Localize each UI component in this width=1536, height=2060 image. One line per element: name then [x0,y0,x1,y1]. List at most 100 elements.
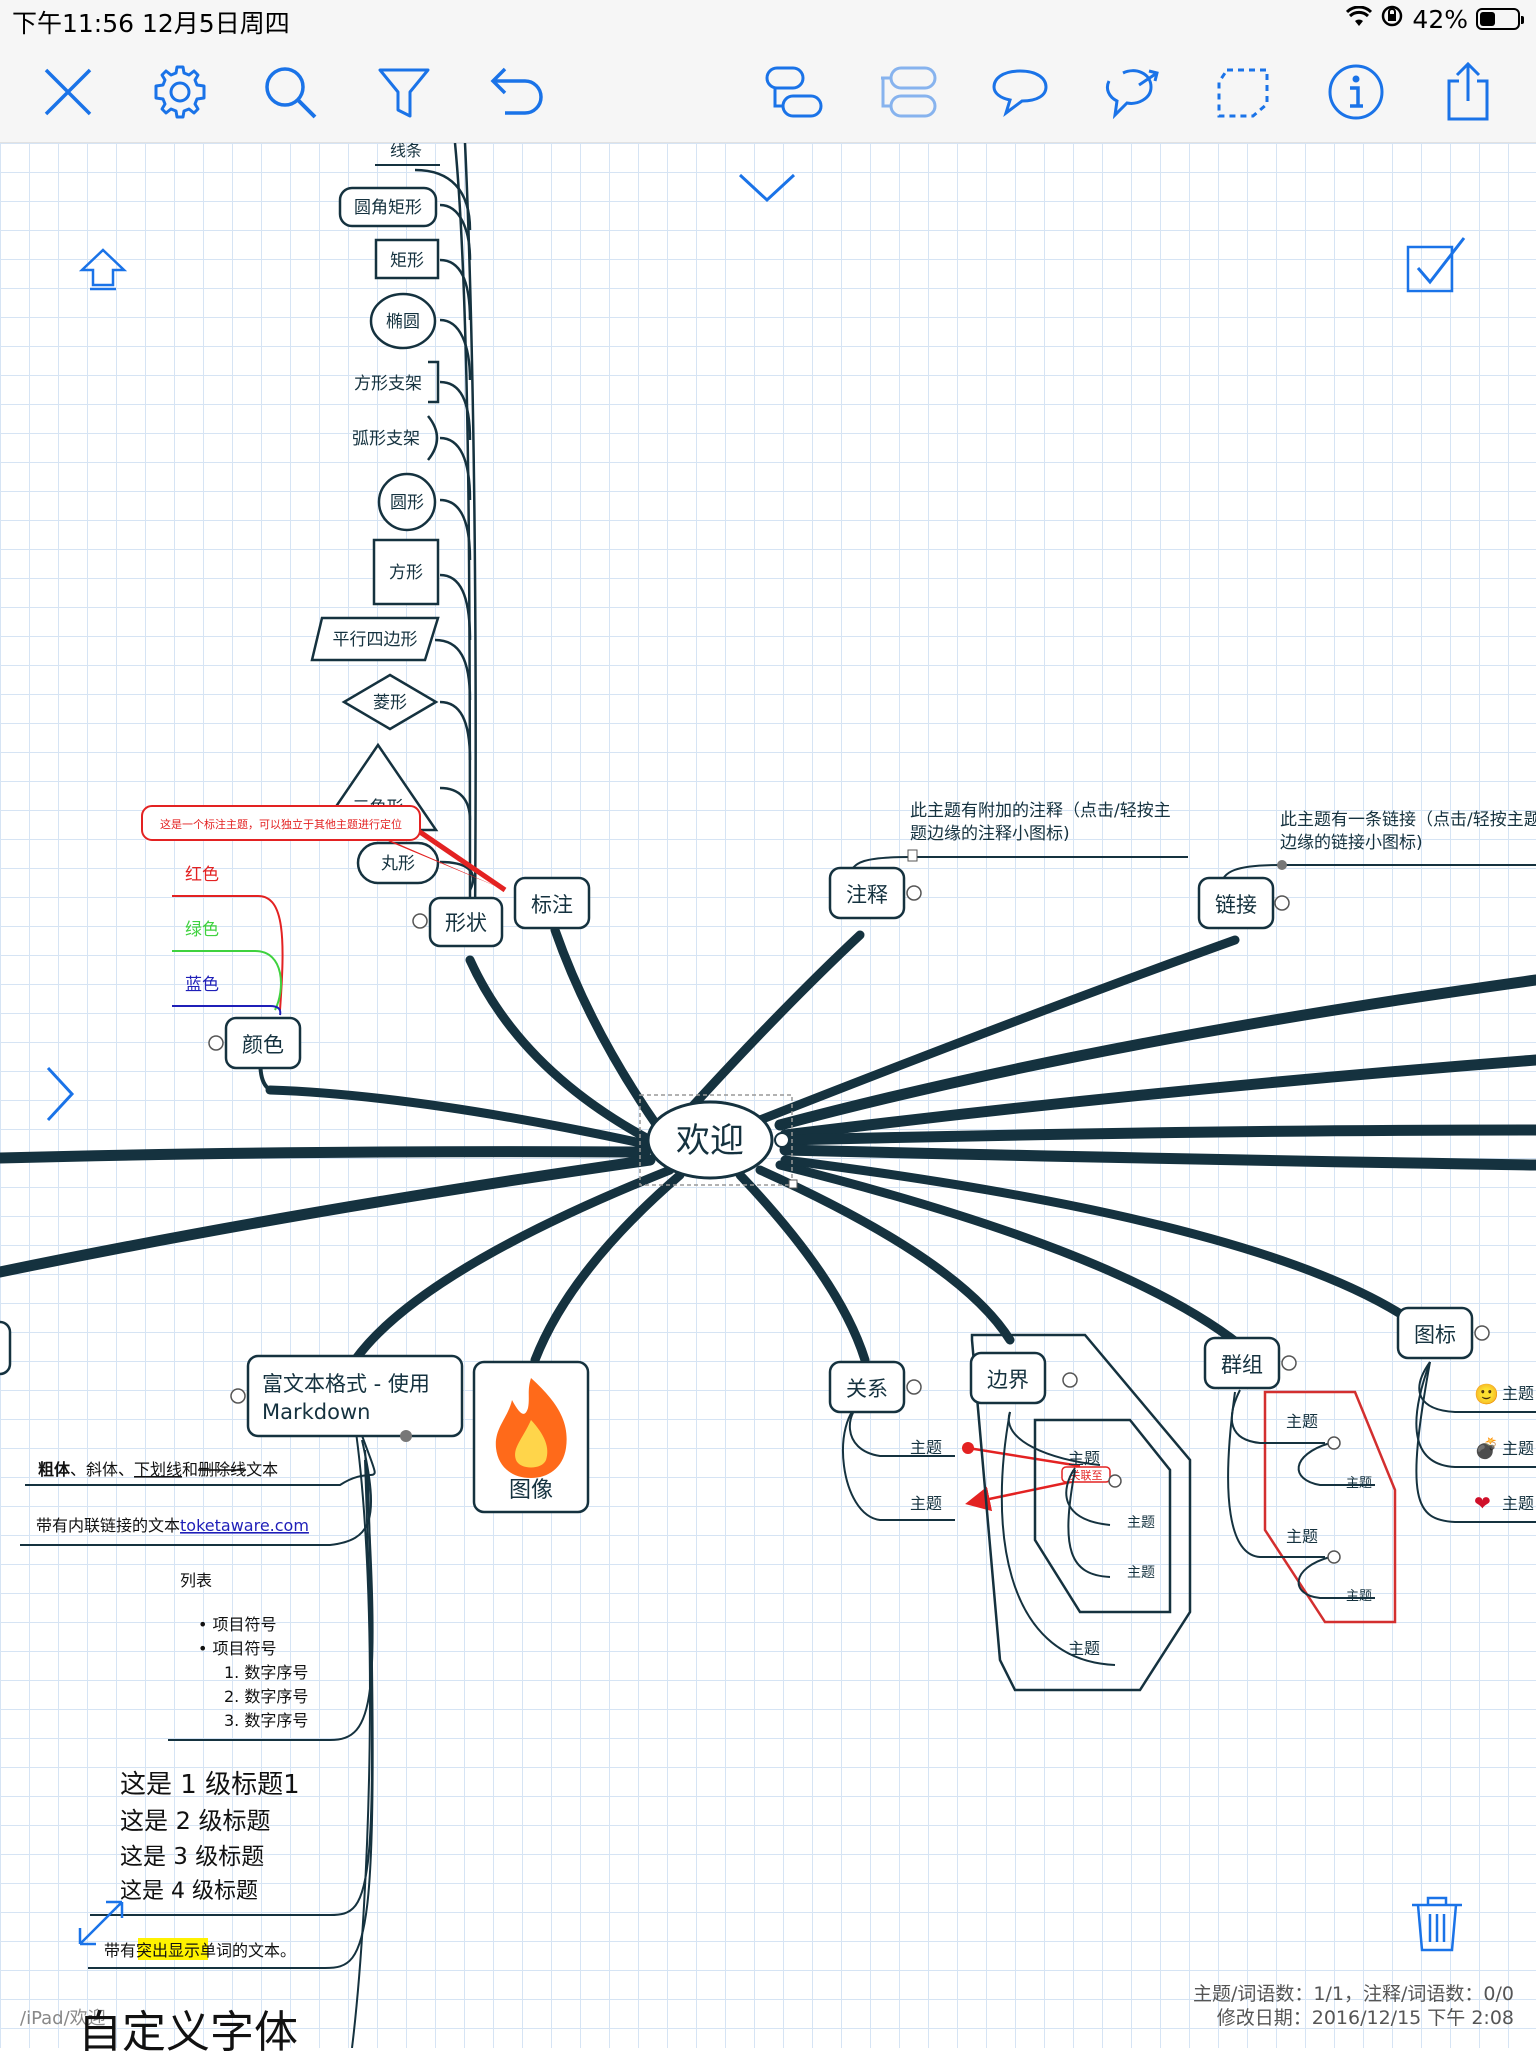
group-topic-1[interactable]: 主题 [1286,1412,1318,1431]
icons-branch-topic[interactable] [1396,1306,1474,1360]
link-icon[interactable] [1277,860,1287,870]
custom-font-topic[interactable]: 自定义字体 [78,2007,298,2058]
shape-diamond[interactable] [341,673,439,731]
richtext-heading-4[interactable]: 这是 4 级标题 [120,1879,258,1904]
group-topic-3[interactable]: 主题 [1286,1527,1318,1546]
relation-branch-topic[interactable] [828,1360,906,1414]
collapse-toggle[interactable] [1327,1436,1341,1450]
checkbox-toggle-button[interactable] [1406,237,1466,293]
color-blue-topic[interactable]: 蓝色 [185,975,219,995]
collapse-toggle[interactable] [230,1388,246,1404]
collapse-toggle[interactable] [1108,1474,1122,1488]
color-green-topic[interactable]: 绿色 [185,920,219,940]
richtext-formatting-line[interactable]: 粗体、斜体、下划线和删除线文本 [38,1460,278,1479]
shape-square-bracket[interactable]: 方形支架 [354,374,422,394]
boundary-topic-2[interactable]: 主题 [1127,1515,1155,1531]
shape-circle-label: 圆形 [390,493,424,513]
collapse-toggle[interactable] [1281,1355,1297,1371]
shapes-branch-topic[interactable] [428,896,504,948]
resize-handle[interactable] [788,1179,798,1189]
collapse-toggle[interactable] [412,913,428,929]
notes-branch-topic[interactable] [828,866,906,920]
icons-topic-2[interactable]: 主题 [1502,1439,1534,1458]
richtext-heading-1[interactable]: 这是 1 级标题1 [120,1770,300,1800]
icons-topic-3[interactable]: 主题 [1502,1494,1534,1513]
link-text-line1: 此主题有一条链接（点击/轻按主题 [1280,810,1536,830]
boundary-topic-4[interactable]: 主题 [1068,1639,1100,1658]
relation-branch-label: 关系 [846,1377,888,1401]
relation-topic-1[interactable]: 主题 [910,1438,942,1457]
mind-map-canvas[interactable]: 欢迎 线条 圆角矩形 矩形 椭圆 方形支架 弧 [0,143,1536,2048]
boundary-outer[interactable] [970,1333,1192,1692]
shape-rounded-rect[interactable] [338,186,438,228]
chevron-down-icon[interactable] [738,173,796,203]
search-button[interactable] [258,60,322,124]
go-to-root-button[interactable] [78,248,128,291]
colors-branch: 红色 绿色 蓝色 颜色 [172,865,302,1092]
callout-topic[interactable] [141,805,421,841]
icons-topic-1[interactable]: 主题 [1502,1384,1534,1403]
collapse-toggle[interactable] [208,1035,224,1051]
collapse-toggle[interactable] [1062,1372,1078,1388]
relation-topic-2[interactable]: 主题 [910,1494,942,1513]
note-icon[interactable] [907,849,918,862]
add-topic-button[interactable] [762,60,826,124]
link-branch-topic[interactable] [1197,876,1275,930]
home-arrow-icon [78,248,128,287]
info-button[interactable] [1324,60,1388,124]
group-topic-4[interactable]: 主题 [1346,1589,1372,1604]
shape-square[interactable] [372,538,440,606]
inline-link[interactable]: toketaware.com [180,1516,309,1535]
mind-map: 欢迎 线条 圆角矩形 矩形 椭圆 方形支架 弧 [0,143,1536,2048]
relationship-button[interactable] [1100,60,1164,124]
filter-button[interactable] [372,60,436,124]
richtext-bullet: • 项目符号 [198,1639,277,1658]
group-branch: 主题 主题 主题 主题 群组 [1203,1336,1397,1624]
richtext-highlight-line[interactable]: 带有突出显示单词的文本。 [104,1941,296,1960]
collapse-toggle[interactable] [906,1379,922,1395]
callout-button[interactable] [988,60,1052,124]
add-subtopic-button[interactable] [876,60,940,124]
shape-rectangle[interactable] [374,238,440,280]
trash-button[interactable] [1412,1896,1462,1952]
richtext-branch-topic[interactable] [246,1354,464,1438]
chevron-right-icon[interactable] [46,1066,75,1122]
shape-ellipse[interactable] [369,292,437,350]
shape-pill-label: 丸形 [381,854,415,874]
group-branch-topic[interactable] [1203,1336,1281,1390]
shape-line[interactable]: 线条 [390,143,422,160]
shape-arc-bracket[interactable]: 弧形支架 [352,429,420,449]
shape-circle[interactable] [377,472,437,532]
fit-to-screen-button[interactable] [78,1900,124,1946]
richtext-heading-2[interactable]: 这是 2 级标题 [120,1807,271,1835]
colors-branch-topic[interactable] [224,1016,302,1070]
collapse-toggle[interactable] [774,1132,790,1148]
boundary-topic-1[interactable]: 主题 [1068,1449,1100,1468]
link-icon[interactable] [400,1430,412,1442]
color-red-topic[interactable]: 红色 [185,865,219,885]
notes-text-line2: 题边缘的注释小图标) [910,824,1070,844]
shape-parallelogram[interactable] [310,616,440,662]
status-right: 42% [1346,4,1524,34]
callout-branch-topic[interactable] [513,876,591,930]
collapse-toggle[interactable] [1274,895,1290,911]
central-topic[interactable]: 欢迎 [639,1094,798,1189]
boundary-topic-3[interactable]: 主题 [1127,1565,1155,1581]
boundary-branch-topic[interactable] [969,1351,1047,1405]
undo-button[interactable] [484,60,548,124]
close-button[interactable] [36,60,100,124]
boundary-inner[interactable] [1033,1418,1172,1614]
settings-button[interactable] [148,60,212,124]
collapse-toggle[interactable] [1474,1325,1490,1341]
boundary-button[interactable] [1212,60,1276,124]
offscreen-topic[interactable] [0,1320,12,1376]
collapse-toggle[interactable] [1327,1550,1341,1564]
relation-label[interactable]: 关联至 [1070,1468,1103,1482]
share-button[interactable] [1436,60,1500,124]
richtext-heading-3[interactable]: 这是 3 级标题 [120,1844,264,1870]
group-outline[interactable] [1263,1390,1397,1624]
collapse-toggle[interactable] [906,885,922,901]
group-topic-2[interactable]: 主题 [1346,1476,1372,1491]
richtext-list-title[interactable]: 列表 [180,1571,212,1590]
richtext-link-line[interactable]: 带有内联链接的文本toketaware.com [36,1516,309,1535]
